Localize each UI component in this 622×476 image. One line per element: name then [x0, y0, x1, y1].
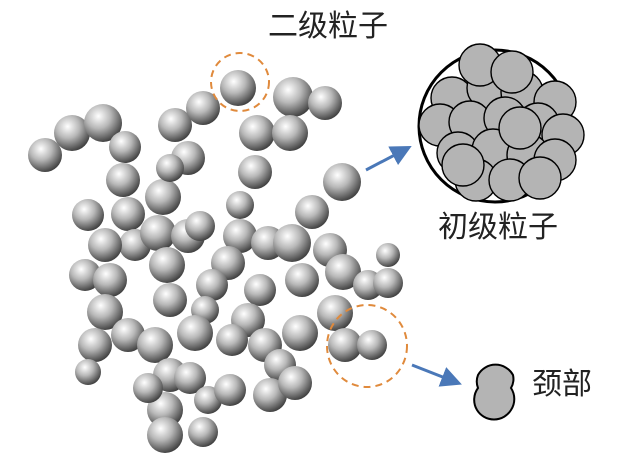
secondary-sphere-3 — [84, 104, 122, 142]
secondary-sphere-19 — [153, 283, 187, 317]
secondary-sphere-54 — [373, 268, 403, 298]
secondary-sphere-58 — [278, 366, 312, 400]
primary-particle-16 — [518, 156, 562, 200]
secondary-sphere-62 — [147, 392, 183, 428]
secondary-sphere-33 — [223, 219, 257, 253]
secondary-sphere-18 — [149, 247, 185, 283]
neck-particle-icon — [473, 363, 516, 421]
secondary-sphere-2 — [54, 115, 90, 151]
secondary-sphere-45 — [244, 274, 276, 306]
secondary-sphere-9 — [88, 228, 122, 262]
secondary-sphere-52 — [357, 330, 387, 360]
primary-particle-label: 初级粒子 — [438, 210, 558, 245]
callout-arrow-icon — [365, 146, 412, 172]
secondary-sphere-12 — [87, 294, 123, 330]
secondary-sphere-4 — [109, 131, 141, 163]
secondary-particle-cluster — [28, 70, 403, 453]
secondary-sphere-37 — [177, 315, 213, 351]
secondary-sphere-65 — [147, 417, 183, 453]
secondary-sphere-67 — [214, 374, 246, 406]
secondary-sphere-30 — [272, 115, 308, 151]
secondary-sphere-61 — [174, 362, 206, 394]
secondary-sphere-40 — [295, 195, 329, 229]
annotations — [210, 52, 462, 388]
primary-particle-20 — [490, 50, 534, 94]
secondary-sphere-29 — [239, 115, 275, 151]
primary-particle-17 — [441, 143, 485, 187]
secondary-sphere-22 — [158, 108, 192, 142]
secondary-particle-label: 二级粒子 — [268, 9, 388, 44]
secondary-sphere-39 — [273, 224, 311, 262]
neck-arrow-icon — [411, 363, 462, 387]
secondary-sphere-6 — [111, 197, 145, 231]
secondary-sphere-50 — [317, 295, 353, 331]
highlight-circle-top — [210, 52, 270, 112]
secondary-sphere-41 — [323, 163, 361, 201]
secondary-sphere-25 — [156, 154, 184, 182]
secondary-sphere-35 — [196, 269, 228, 301]
secondary-sphere-8 — [72, 199, 104, 231]
secondary-sphere-11 — [93, 263, 127, 297]
secondary-sphere-31 — [238, 155, 272, 189]
secondary-sphere-44 — [285, 263, 319, 297]
secondary-sphere-51 — [328, 328, 362, 362]
primary-particle-detail — [417, 43, 585, 204]
secondary-sphere-59 — [137, 327, 173, 363]
secondary-sphere-13 — [78, 328, 112, 362]
secondary-sphere-32 — [226, 191, 254, 219]
secondary-sphere-16 — [145, 179, 181, 215]
secondary-sphere-10 — [69, 259, 101, 291]
secondary-sphere-28 — [308, 86, 342, 120]
secondary-sphere-21 — [185, 211, 215, 241]
secondary-sphere-1 — [28, 138, 62, 172]
secondary-sphere-23 — [186, 91, 220, 125]
secondary-sphere-49 — [282, 315, 318, 351]
secondary-sphere-14 — [75, 359, 101, 385]
neck-label: 颈部 — [532, 367, 592, 402]
secondary-sphere-47 — [216, 324, 248, 356]
secondary-sphere-66 — [188, 417, 218, 447]
secondary-sphere-17 — [140, 215, 176, 251]
neck-detail — [473, 363, 516, 421]
secondary-sphere-55 — [376, 243, 400, 267]
secondary-sphere-63 — [133, 373, 163, 403]
primary-particle-18 — [498, 106, 542, 150]
secondary-sphere-15 — [111, 318, 145, 352]
secondary-sphere-43 — [325, 254, 361, 290]
highlight-circle-bottom — [326, 304, 408, 388]
secondary-sphere-5 — [106, 163, 140, 197]
secondary-sphere-27 — [273, 77, 313, 117]
secondary-sphere-26 — [220, 70, 256, 106]
